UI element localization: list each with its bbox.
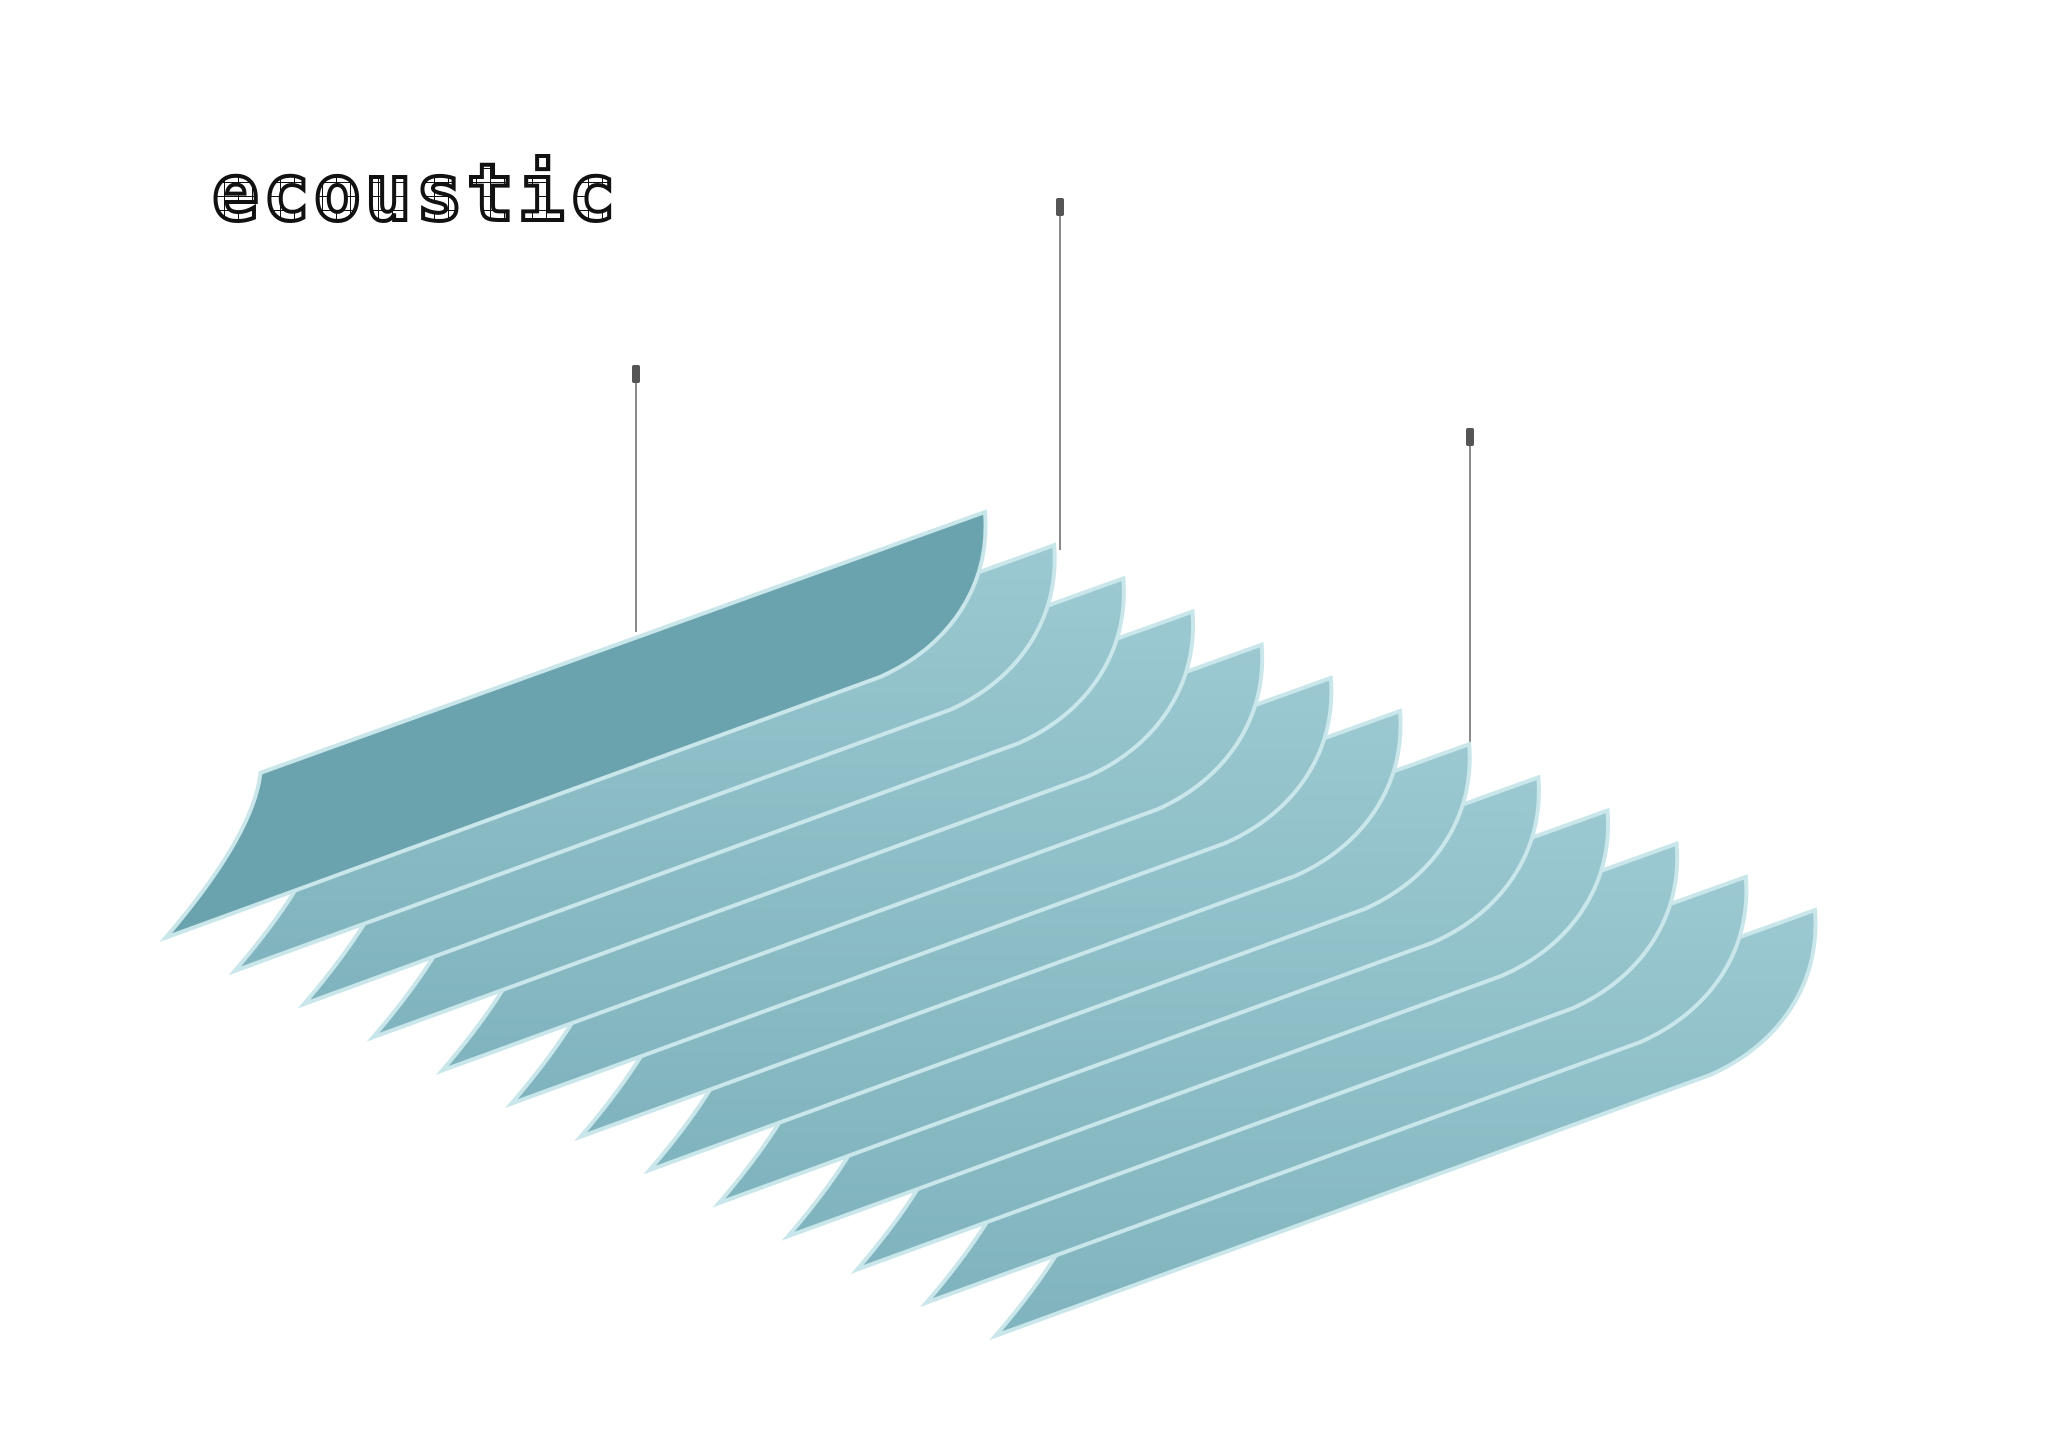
ceiling-clamp [1466,428,1474,446]
suspension-cables [632,198,1474,750]
ceiling-clamp [1056,198,1064,216]
baffle-panel [159,509,988,943]
ceiling-clamp [632,365,640,383]
brand-logo-text: ecoustic [212,149,620,239]
baffle-panels [159,509,1818,1341]
brand-logo: ecoustic [210,147,620,241]
